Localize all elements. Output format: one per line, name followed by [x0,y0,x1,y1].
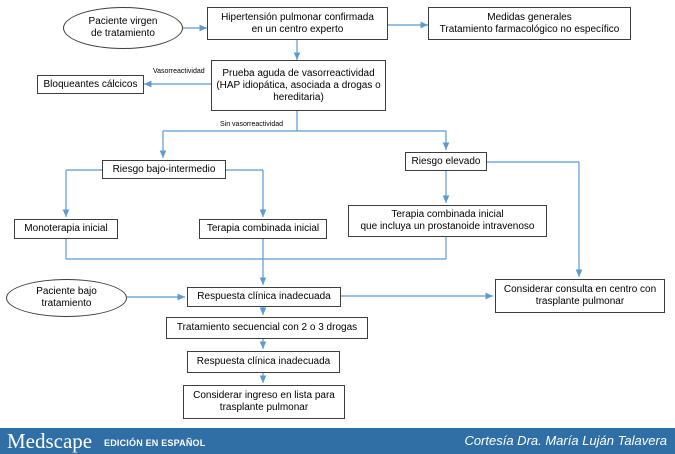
node-prueba-vasorreactividad: Prueba aguda de vasorreactividad (HAP id… [211,60,386,111]
node-respuesta-inadecuada-1: Respuesta clínica inadecuada [187,287,341,307]
node-tratamiento-secuencial: Tratamiento secuencial con 2 o 3 drogas [166,317,368,339]
node-riesgo-bajo-intermedio: Riesgo bajo-intermedio [102,160,226,179]
medscape-logo: Medscape [7,429,93,453]
node-considerar-consulta: Considerar consulta en centro con traspl… [495,279,665,313]
node-paciente-virgen: Paciente virgen de tratamiento [63,7,183,49]
node-terapia-combinada-inicial: Terapia combinada inicial [199,219,327,239]
node-bloqueantes-calcicos: Bloqueantes cálcicos [37,75,144,94]
edition-label: EDICIÓN EN ESPAÑOL [104,438,206,448]
node-respuesta-inadecuada-2: Respuesta clínica inadecuada [187,351,340,373]
node-medidas-generales: Medidas generales Tratamiento farmacológ… [428,7,631,40]
edge-label-vasorreactividad: Vasorreactividad [153,68,205,75]
node-paciente-bajo-tratamiento: Paciente bajo tratamiento [6,279,127,317]
edge-label-sin-vasorreactividad: Sin vasorreactividad [220,121,284,128]
node-hipertension-confirmada: Hipertensión pulmonar confirmada en un c… [207,7,388,40]
footer-bar: Medscape EDICIÓN EN ESPAÑOL Cortesía Dra… [0,428,675,454]
node-riesgo-elevado: Riesgo elevado [405,152,487,171]
node-considerar-ingreso-lista: Considerar ingreso en lista para traspla… [183,385,345,419]
node-monoterapia-inicial: Monoterapia inicial [14,219,118,239]
flowchart-connectors [62,21,583,383]
courtesy-credit: Cortesía Dra. María Luján Talavera [464,433,667,448]
node-terapia-prostanoide: Terapia combinada inicial que incluya un… [348,205,547,237]
flowchart: Paciente virgen de tratamiento Hipertens… [6,7,665,419]
